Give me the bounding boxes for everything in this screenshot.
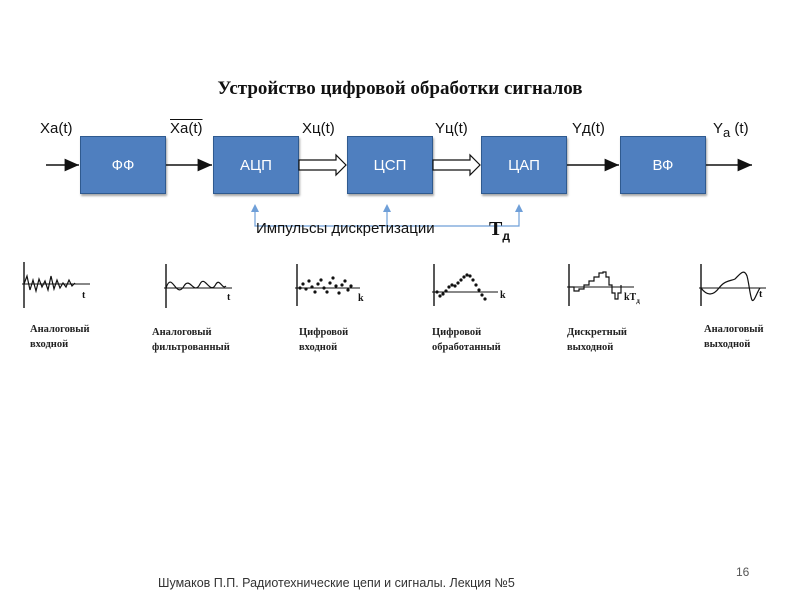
plot-axis-label: t — [759, 289, 763, 300]
plot-analog-output — [699, 264, 766, 306]
footer-text: Шумаков П.П. Радиотехнические цепи и сиг… — [158, 576, 515, 590]
plot-caption-analog-output: Аналоговый выходной — [704, 324, 764, 350]
plot-axis-label: k — [500, 290, 506, 301]
plot-discrete-output — [567, 264, 634, 306]
plot-caption-analog-filtered: Аналоговый фильтрованный — [152, 327, 230, 353]
plot-digital-processed — [432, 264, 498, 306]
page-number: 16 — [736, 565, 750, 579]
plot-axis-label: kTд — [624, 292, 640, 305]
slide-title: Устройство цифровой обработки сигналов — [217, 78, 583, 99]
plot-caption-discrete-output: Дискретный выходной — [567, 327, 627, 353]
arrow-adc-dsp — [298, 153, 347, 177]
block-ff: ФФ — [80, 136, 166, 194]
plot-digital-input — [295, 264, 360, 306]
signal-yd-label: Yд(t) — [572, 120, 605, 137]
block-vf: ВФ — [620, 136, 706, 194]
plot-axis-label: t — [82, 290, 86, 301]
pulse-arrow-dsp — [383, 204, 391, 212]
arrow-dsp-dac — [432, 153, 481, 177]
sampling-pulses-label: Импульсы дискретизации — [256, 220, 435, 237]
pulse-arrow-dac — [515, 204, 523, 212]
sampling-period-label: Tд — [489, 218, 510, 243]
signal-ya-label: Ya (t) — [713, 120, 749, 140]
signal-xa-filtered-label: Xa(t) — [170, 120, 203, 137]
plot-caption-digital-input: Цифровой входной — [299, 327, 349, 353]
block-dsp: ЦСП — [347, 136, 433, 194]
block-dac: ЦАП — [481, 136, 567, 194]
signal-xa-label: Xa(t) — [40, 120, 73, 137]
signal-xc-label: Xц(t) — [302, 120, 335, 137]
signal-yc-label: Yц(t) — [435, 120, 468, 137]
plot-caption-digital-processed: Цифровой обработанный — [432, 327, 501, 353]
plot-analog-input — [22, 262, 90, 308]
plot-axis-label: k — [358, 293, 364, 304]
plot-caption-analog-input: Аналоговый входной — [30, 324, 90, 350]
pulse-arrow-adc — [251, 204, 259, 212]
plot-axis-label: t — [227, 292, 231, 303]
plot-analog-filtered — [164, 264, 232, 308]
